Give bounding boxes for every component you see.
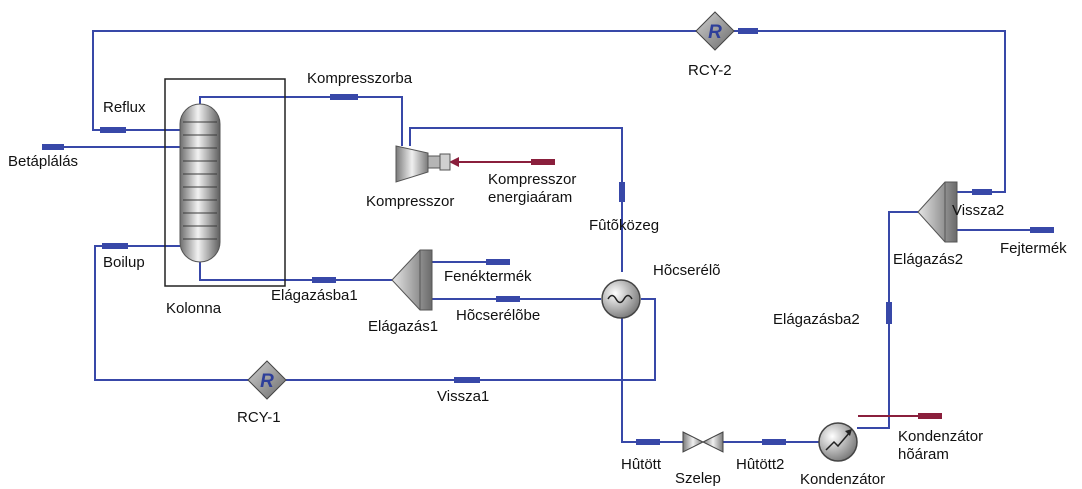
hutott-stream-marker [636,439,660,445]
hocserelo-coil [607,294,633,304]
vissza2-stream-marker [972,189,992,195]
kolonna-trays [183,121,217,240]
rcy2-diamond [695,11,735,51]
vissza1-stream-marker [454,377,480,383]
kompresszor-shaft [427,155,441,169]
reflux-label: Reflux [103,99,146,116]
kompresszor-motor [439,153,451,171]
kolonna-vessel [179,103,221,263]
szelep-right [701,431,724,453]
futokozeg-stream-marker [619,182,625,202]
vissza2-to-rcy2-marker [738,28,758,34]
fenektermek-stream-marker [486,259,510,265]
kondenzator-hoaram-marker [918,413,942,419]
kompresszor-unit[interactable] [395,145,451,183]
kolonna-label: Kolonna [166,300,222,317]
kompresszor-label: Kompresszor [366,193,454,210]
futokozeg-label: Fûtõközeg [589,217,659,234]
betaplalas-label: Betáplálás [8,153,78,170]
kondenzator-body [818,422,858,462]
hutott-label: Hûtött [621,456,662,473]
elagazas1-unit[interactable] [391,249,433,311]
kondenzator-label: Kondenzátor [800,471,885,488]
elagazas1-body [391,249,433,311]
kondenzator-hoaram-label-line2: hõáram [898,446,949,463]
hutott-stream[interactable] [621,318,683,443]
rcy2-label: RCY-2 [688,62,732,79]
kompresszorba-label: Kompresszorba [307,70,413,87]
hocserelobe-label: Hõcserélõbe [456,307,540,324]
vissza2-label: Vissza2 [952,202,1004,219]
elagazasba1-label: Elágazásba1 [271,287,358,304]
kompresszor-energiaaram-label-line2: energiaáram [488,189,572,206]
reflux-stream[interactable] [92,30,697,131]
fejtermek-label: Fejtermék [1000,240,1067,257]
kolonna-unit[interactable] [164,78,286,287]
kondenzator-hoaram-label-line1: Kondenzátor [898,428,983,445]
rcy1-unit[interactable]: R [247,360,287,400]
energy-streams [449,157,942,419]
kompresszorba-stream[interactable] [199,96,403,146]
szelep-unit[interactable] [682,431,724,453]
vissza2-to-rcy2-stream[interactable] [734,30,1006,193]
stream-lines [42,28,1054,445]
rcy2-symbol: R [708,22,722,43]
reflux-stream-marker [100,127,126,133]
kompresszor-body [395,145,429,183]
rcy1-diamond [247,360,287,400]
kondenzator-unit[interactable] [818,422,858,462]
betaplalas-stream-marker [42,144,64,150]
elagazasba2-label: Elágazásba2 [773,311,860,328]
elagazasba1-stream[interactable] [199,262,392,281]
elagazas2-label: Elágazás2 [893,251,963,268]
rcy1-label: RCY-1 [237,409,281,426]
boilup-stream-marker [102,243,128,249]
hutott2-label: Hûtött2 [736,456,784,473]
elagazasba1-stream-marker [312,277,336,283]
kondenzator-coil [825,431,851,451]
hocserelo-unit[interactable] [601,279,641,319]
rcy1-symbol: R [260,371,274,392]
hocserelo-body [601,279,641,319]
fenektermek-label: Fenéktermék [444,268,532,285]
szelep-left [682,431,705,453]
szelep-label: Szelep [675,470,721,487]
elagazas1-label: Elágazás1 [368,318,438,335]
kompresszor-energiaaram-arrow [449,157,459,167]
kompresszorba-stream-marker [330,94,358,100]
kompresszor-energiaaram-label-line1: Kompresszor [488,171,576,188]
elagazasba2-stream-marker [886,302,892,324]
elagazas2-body [917,181,958,243]
boilup-label: Boilup [103,254,145,271]
boilup-stream[interactable] [94,245,248,381]
labels: Betáplálás Reflux Boilup Kolonna Kompres… [8,62,1067,488]
hocserelobe-stream-marker [496,296,520,302]
rcy2-unit[interactable]: R [695,11,735,51]
hutott2-stream-marker [762,439,786,445]
vissza1-label: Vissza1 [437,388,489,405]
elagazas2-unit[interactable] [917,181,958,243]
hocserelo-label: Hõcserélõ [653,262,721,279]
kompresszor-energiaaram-marker [531,159,555,165]
kolonna-frame [164,78,286,287]
fejtermek-stream-marker [1030,227,1054,233]
kondenzator-arrow [845,429,852,436]
